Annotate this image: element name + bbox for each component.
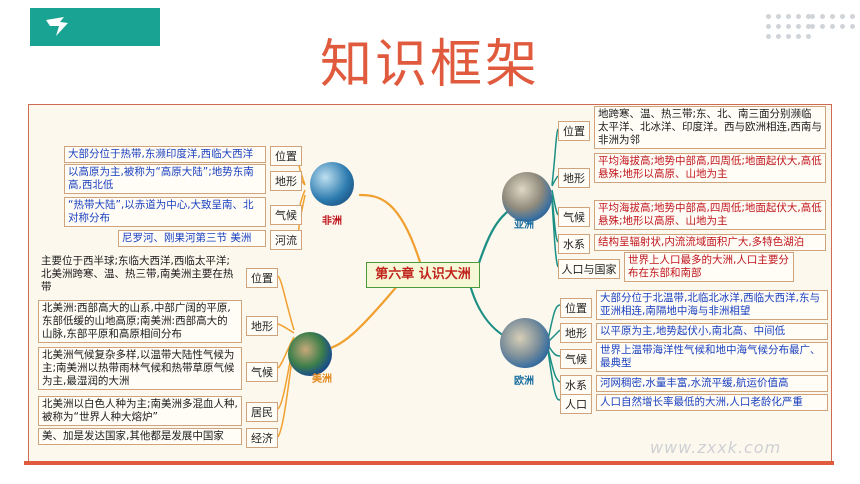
asia-location-text: 地跨寒、温、热三带;东、北、南三面分别濒临太平洋、北冰洋、印度洋。西与欧洲相连,… <box>594 106 826 149</box>
africa-river-text: 尼罗河、刚果河第三节 美洲 <box>118 230 266 247</box>
africa-globe <box>310 162 354 206</box>
america-tag-economy: 经济 <box>246 428 278 448</box>
america-tag-climate: 气候 <box>246 362 278 382</box>
europe-climate-text: 世界上温带海洋性气候和地中海气候分布最广、最典型 <box>596 342 828 372</box>
page-title: 知识框架 <box>319 35 540 95</box>
africa-terrain-text: 以高原为主,被称为“高原大陆”;地势东南高,西北低 <box>64 164 266 194</box>
america-climate-text: 北美洲气候复杂多样,以温带大陆性气候为主;南美洲以热带雨林气候和热带草原气候为主… <box>38 347 242 390</box>
asia-tag-terrain: 地形 <box>558 168 590 188</box>
asia-climate-text: 平均海拔高;地势中部高,四周低;地面起伏大,高低悬殊;地形以高原、山地为主 <box>594 200 826 230</box>
asia-tag-population: 人口与国家 <box>558 259 620 279</box>
europe-label: 欧洲 <box>514 376 534 387</box>
asia-label: 亚洲 <box>514 220 534 231</box>
africa-tag-river: 河流 <box>270 230 302 250</box>
africa-tag-location: 位置 <box>270 146 302 166</box>
asia-globe <box>502 172 552 222</box>
decor-dots-left <box>766 14 811 39</box>
europe-population-text: 人口自然增长率最低的大洲,人口老龄化严重 <box>596 394 828 411</box>
africa-tag-climate: 气候 <box>270 205 302 225</box>
asia-tag-location: 位置 <box>558 121 590 141</box>
africa-location-text: 大部分位于热带,东濒印度洋,西临大西洋 <box>64 146 266 163</box>
asia-population-text: 世界上人口最多的大洲,人口主要分布在东部和南部 <box>624 252 794 282</box>
america-label: 美洲 <box>312 374 332 385</box>
africa-tag-terrain: 地形 <box>270 171 302 191</box>
europe-terrain-text: 以平原为主,地势起伏小,南北高、中间低 <box>596 323 828 340</box>
frame-bottom-bar <box>24 461 834 465</box>
america-residents-text: 北美洲以白色人种为主;南美洲多混血人种,被称为“世界人种大熔炉” <box>38 396 242 426</box>
runner-logo-icon <box>46 17 68 36</box>
europe-water-text: 河网稠密,水量丰富,水流平缓,航运价值高 <box>596 375 828 392</box>
europe-tag-population: 人口 <box>560 394 592 414</box>
america-location-text: 主要位于西半球;东临大西洋,西临太平洋;北美洲跨寒、温、热三带,南美洲主要在热带 <box>41 255 234 293</box>
europe-tag-terrain: 地形 <box>560 323 592 343</box>
europe-tag-climate: 气候 <box>560 349 592 369</box>
asia-water-text: 结构呈辐射状,内流流域面积广大,多特色湖泊 <box>594 234 826 251</box>
central-topic: 第六章 认识大洲 <box>366 262 480 288</box>
europe-tag-water: 水系 <box>560 375 592 395</box>
america-tag-terrain: 地形 <box>246 316 278 336</box>
europe-tag-location: 位置 <box>560 298 592 318</box>
africa-climate-text: “热带大陆”,以赤道为中心,大致呈南、北对称分布 <box>64 197 266 227</box>
asia-terrain-text: 平均海拔高;地势中部高,四周低;地面起伏大,高低悬殊;地形以高原、山地为主 <box>594 153 826 183</box>
america-tag-location: 位置 <box>246 268 278 288</box>
africa-label: 非洲 <box>322 216 342 227</box>
america-globe <box>288 332 332 376</box>
watermark: www.zxxk.com <box>650 438 782 457</box>
decor-dots-right <box>810 14 855 29</box>
europe-globe <box>500 318 550 368</box>
asia-tag-climate: 气候 <box>558 207 590 227</box>
america-tag-residents: 居民 <box>246 402 278 422</box>
logo-bar <box>30 8 160 46</box>
asia-tag-water: 水系 <box>558 234 590 254</box>
america-economy-text: 美、加是发达国家,其他都是发展中国家 <box>38 428 242 445</box>
america-terrain-text: 北美洲:西部高大的山系,中部广阔的平原,东部低缓的山地高原;南美洲:西部高大的山… <box>38 300 242 343</box>
europe-location-text: 大部分位于北温带,北临北冰洋,西临大西洋,东与亚洲相连,南隔地中海与非洲相望 <box>596 290 828 320</box>
